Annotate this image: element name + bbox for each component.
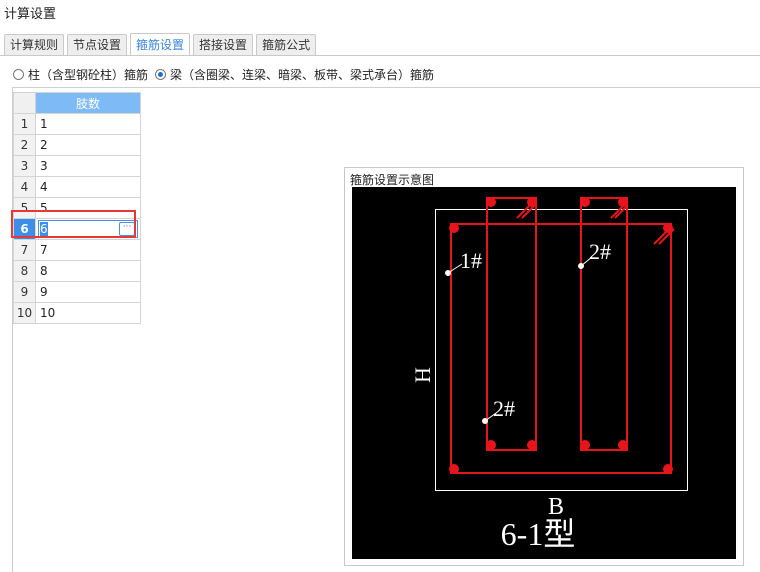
ellipsis-button[interactable]: ··· bbox=[119, 222, 135, 236]
table-row[interactable]: 8 8 bbox=[13, 260, 141, 282]
leg2-bottom-label: 2# bbox=[493, 396, 515, 421]
legs-cell[interactable]: 1 bbox=[35, 113, 141, 135]
legs-cell[interactable]: 10 bbox=[35, 302, 141, 324]
window-title: 计算设置 bbox=[4, 7, 57, 22]
table-row[interactable]: 10 10 bbox=[13, 302, 141, 324]
inner-stirrup-right bbox=[580, 197, 629, 451]
row-number[interactable]: 10 bbox=[13, 302, 36, 324]
legs-cell[interactable]: 7 bbox=[35, 239, 141, 261]
tab-stirrup-formula[interactable]: 箍筋公式 bbox=[256, 34, 317, 55]
legs-cell[interactable]: 3 bbox=[35, 155, 141, 177]
height-label: H bbox=[410, 367, 435, 383]
stirrup-diagram: 1# 2# 2# H B 6-1型 bbox=[410, 197, 688, 552]
table-row[interactable]: 5 5 bbox=[13, 197, 141, 219]
column-header-legs[interactable]: 肢数 bbox=[35, 92, 141, 114]
legs-cell[interactable]: 8 bbox=[35, 260, 141, 282]
tab-bar: 计算规则 节点设置 箍筋设置 搭接设置 箍筋公式 bbox=[4, 33, 319, 56]
legs-cell[interactable]: 5 bbox=[35, 197, 141, 219]
legs-edit-value: 6 bbox=[40, 222, 48, 236]
row-number[interactable]: 6 bbox=[13, 218, 36, 240]
row-number[interactable]: 2 bbox=[13, 134, 36, 156]
column-stirrup-label[interactable]: 柱（含型钢砼柱）箍筋 bbox=[28, 68, 149, 82]
row-number[interactable]: 8 bbox=[13, 260, 36, 282]
preview-canvas: 1# 2# 2# H B 6-1型 bbox=[352, 187, 736, 559]
outer-stirrup bbox=[450, 223, 675, 474]
table-row[interactable]: 4 4 bbox=[13, 176, 141, 198]
legs-cell[interactable]: 2 bbox=[35, 134, 141, 156]
table-row[interactable]: 2 2 bbox=[13, 134, 141, 156]
beam-stirrup-radio[interactable] bbox=[155, 69, 167, 80]
column-stirrup-radio[interactable] bbox=[13, 69, 24, 80]
stirrup-preview-group: 箍筋设置示意图 bbox=[344, 167, 744, 566]
table-corner bbox=[13, 92, 36, 114]
legs-table: 肢数 1 1 2 2 3 3 4 4 5 5 6 6 ··· bbox=[13, 92, 141, 324]
row-number[interactable]: 9 bbox=[13, 281, 36, 303]
legs-cell-editing[interactable]: 6 ··· bbox=[35, 218, 141, 240]
row-number[interactable]: 5 bbox=[13, 197, 36, 219]
leg2-top-label: 2# bbox=[589, 239, 611, 264]
tab-divider bbox=[0, 55, 760, 56]
stirrup-type-radio-group: 柱（含型钢砼柱）箍筋 梁（含圈梁、连梁、暗梁、板带、梁式承台）箍筋 bbox=[13, 66, 441, 83]
legs-cell[interactable]: 4 bbox=[35, 176, 141, 198]
legs-edit-input[interactable]: 6 bbox=[39, 222, 119, 236]
table-row-selected[interactable]: 6 6 ··· bbox=[13, 218, 141, 240]
content-panel bbox=[12, 87, 760, 572]
type-label: 6-1型 bbox=[501, 516, 576, 552]
row-number[interactable]: 4 bbox=[13, 176, 36, 198]
table-row[interactable]: 3 3 bbox=[13, 155, 141, 177]
tab-node-settings[interactable]: 节点设置 bbox=[67, 34, 128, 55]
width-label: B bbox=[548, 494, 564, 520]
beam-stirrup-label[interactable]: 梁（含圈梁、连梁、暗梁、板带、梁式承台）箍筋 bbox=[170, 68, 435, 82]
legs-cell[interactable]: 9 bbox=[35, 281, 141, 303]
section-outline bbox=[435, 209, 688, 491]
row-number[interactable]: 3 bbox=[13, 155, 36, 177]
table-row[interactable]: 9 9 bbox=[13, 281, 141, 303]
label-leaders bbox=[445, 256, 593, 424]
table-row[interactable]: 7 7 bbox=[13, 239, 141, 261]
table-row[interactable]: 1 1 bbox=[13, 113, 141, 135]
legs-edit-box[interactable]: 6 ··· bbox=[38, 220, 138, 238]
tab-lap-settings[interactable]: 搭接设置 bbox=[193, 34, 254, 55]
tab-stirrup-settings[interactable]: 箍筋设置 bbox=[130, 33, 191, 56]
row-number[interactable]: 7 bbox=[13, 239, 36, 261]
leg1-label: 1# bbox=[460, 248, 482, 273]
preview-title: 箍筋设置示意图 bbox=[350, 173, 435, 187]
row-number[interactable]: 1 bbox=[13, 113, 36, 135]
rebar-dots bbox=[449, 197, 673, 474]
tab-calc-rules[interactable]: 计算规则 bbox=[4, 34, 65, 55]
